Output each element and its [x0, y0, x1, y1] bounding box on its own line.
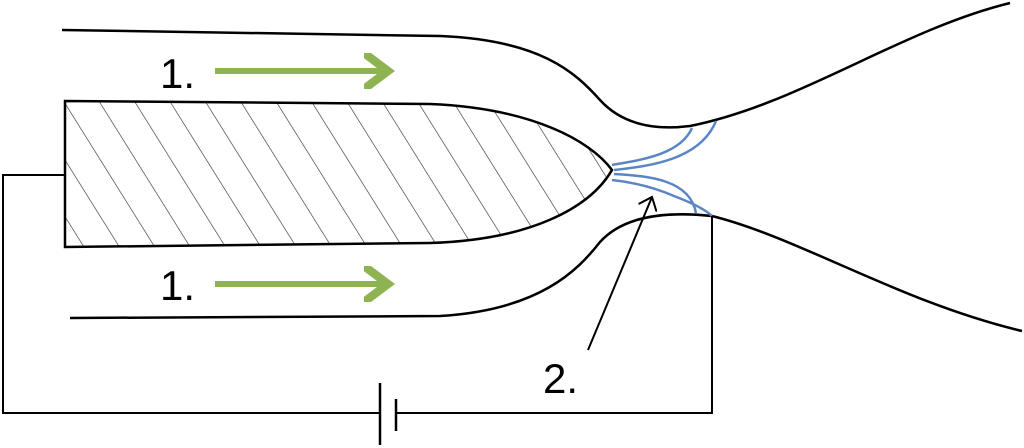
label-flow-top: 1.: [160, 50, 195, 97]
jet-pointer-arrow: [587, 197, 652, 351]
outer-wall-top: [61, 1, 1011, 129]
label-jet: 2.: [543, 355, 578, 402]
circuit-wire: [2, 174, 713, 414]
label-flow-bottom: 1.: [160, 262, 195, 309]
outer-wall-bottom: [69, 213, 1023, 333]
jet-streams: [611, 120, 718, 217]
hatched-electrode: [63, 99, 614, 249]
